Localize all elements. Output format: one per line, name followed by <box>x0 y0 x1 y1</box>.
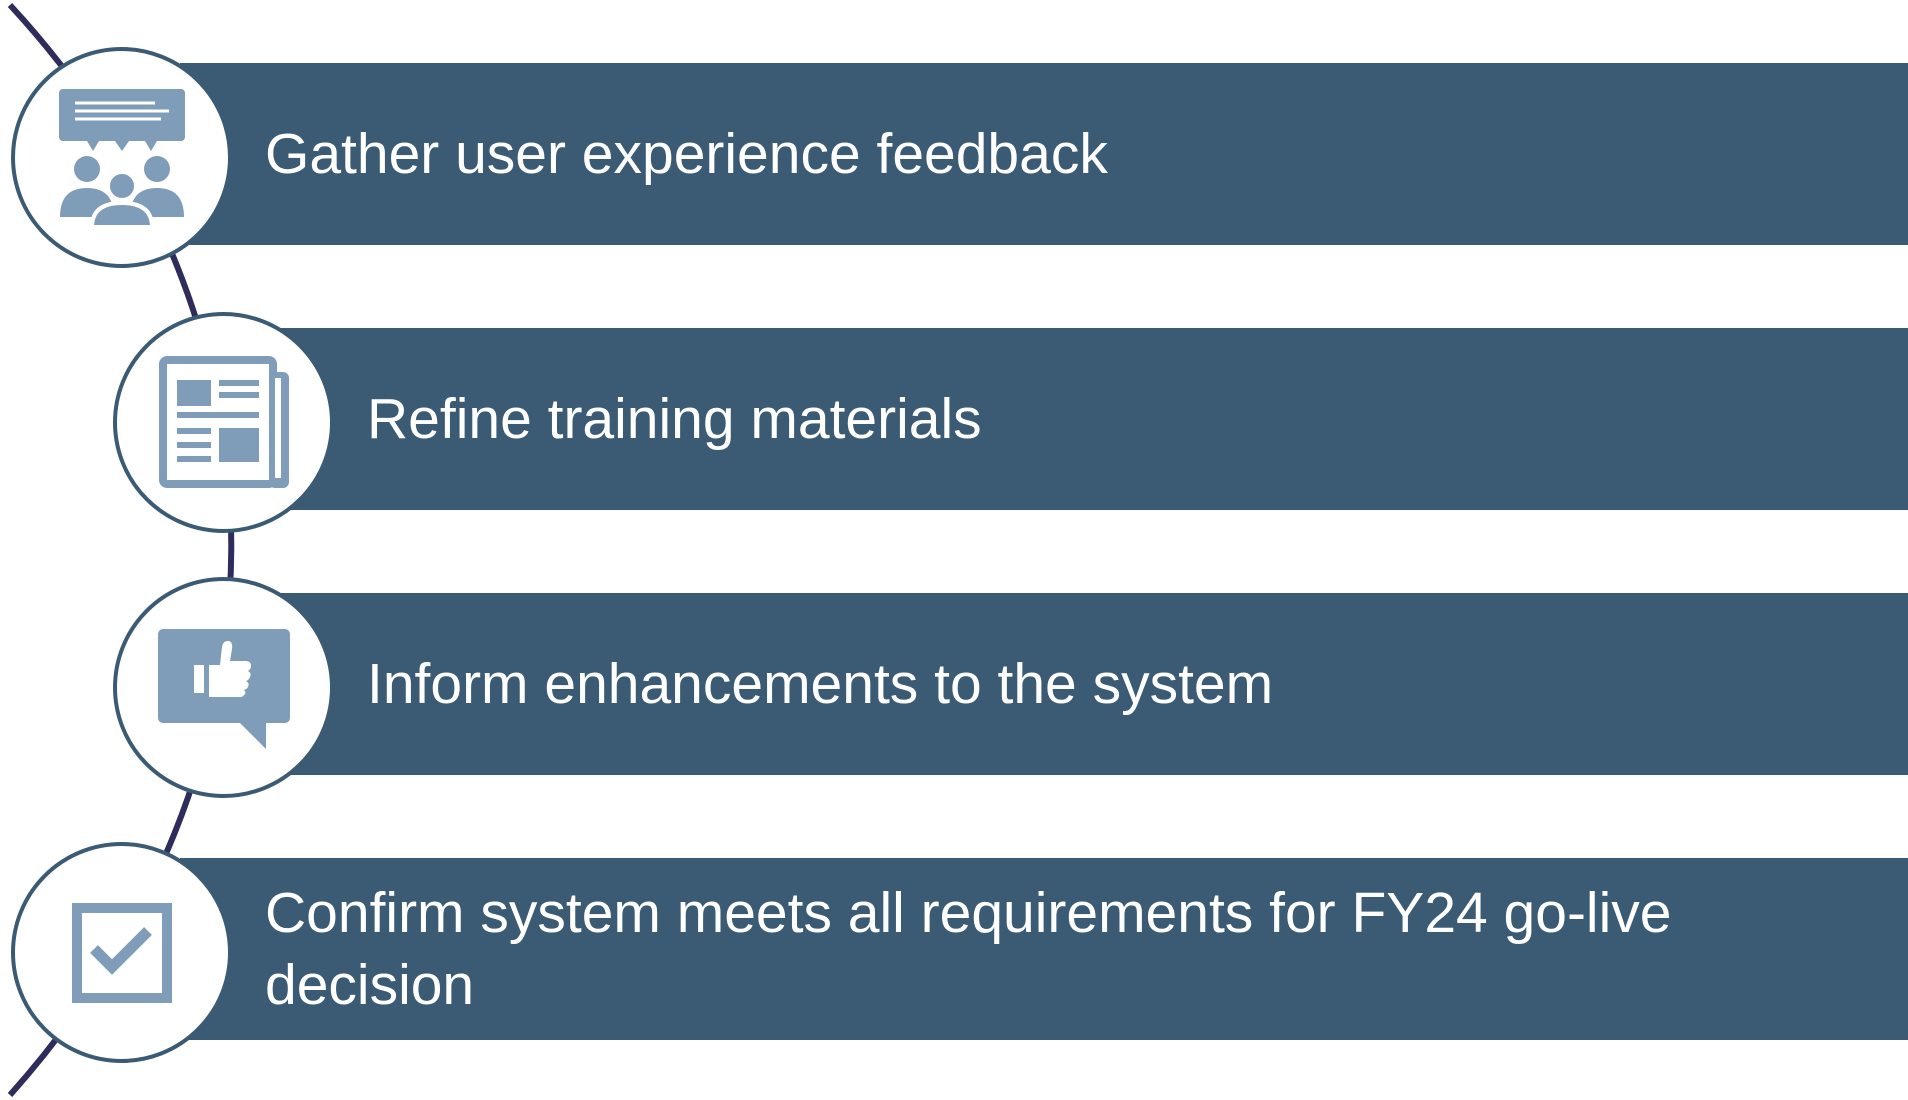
step-label: Confirm system meets all requirements fo… <box>265 880 1672 1017</box>
step-label: Refine training materials <box>367 386 982 451</box>
step-banner-2: Refine training materials <box>180 328 1908 510</box>
thumbs-up-speech-icon <box>157 628 290 749</box>
checkbox-icon <box>71 902 172 1003</box>
step-icon-circle-1 <box>11 47 232 268</box>
step-banner-4: Confirm system meets all requirements fo… <box>180 858 1908 1040</box>
newspaper-icon <box>158 355 289 488</box>
step-banner-1: Gather user experience feedback <box>180 63 1908 245</box>
step-icon-circle-3 <box>113 577 334 798</box>
step-icon-circle-4 <box>11 842 232 1063</box>
step-label: Inform enhancements to the system <box>367 651 1274 716</box>
feedback-group-icon <box>58 88 185 229</box>
step-icon-circle-2 <box>113 312 334 533</box>
step-label: Gather user experience feedback <box>265 121 1108 186</box>
step-banner-3: Inform enhancements to the system <box>180 593 1908 775</box>
